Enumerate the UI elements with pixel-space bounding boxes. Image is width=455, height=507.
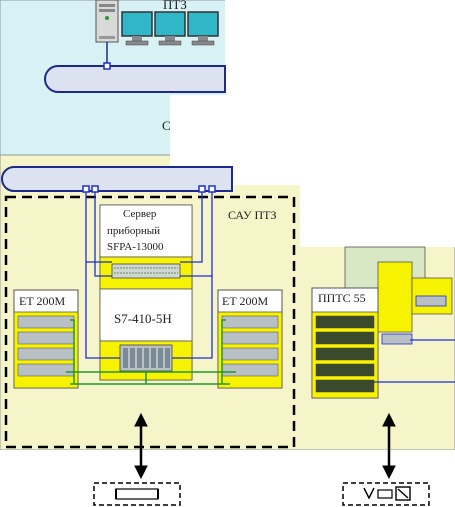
ppts-cabinet: [311, 287, 379, 399]
left-bidirectional-arrow: [134, 412, 148, 480]
right-bidirectional-arrow: [382, 412, 396, 480]
bus-node: [103, 62, 111, 70]
et200m-right-label: ET 200M: [222, 294, 268, 308]
valve-actuator-icon: [342, 482, 430, 506]
server-model: SFPA-13000: [107, 241, 164, 253]
sau-boundary: [4, 195, 296, 449]
middle-network-bus: [1, 166, 233, 192]
monitor-icon: [154, 11, 186, 46]
monitor-icon: [121, 11, 153, 46]
bus-links: [85, 192, 213, 359]
field-device-icon: [93, 482, 181, 506]
network-switch: [111, 263, 181, 279]
top-partial-title: ПТЗ: [163, 0, 187, 12]
profibus-links: [66, 319, 236, 385]
et200m-left-label: ET 200M: [19, 294, 65, 308]
bus-node: [198, 185, 206, 193]
server-title: Сервер: [123, 208, 157, 220]
top-left-partial-label: С: [162, 118, 171, 133]
plc-label: S7-410-5H: [114, 311, 172, 326]
server-subtitle: приборный: [107, 225, 160, 237]
workstation-tower-icon: [95, 0, 119, 43]
bus-node: [91, 185, 99, 193]
monitor-icon: [187, 11, 219, 46]
bus-node: [82, 185, 90, 193]
et200m-right-cabinet: [217, 289, 283, 389]
ppts-label: ППТС 55: [318, 291, 366, 305]
plc-rack: [119, 344, 173, 372]
top-network-bus: [44, 65, 226, 93]
sau-label: САУ ПТЗ: [228, 208, 277, 222]
et200m-left-cabinet: [13, 289, 79, 389]
bus-node: [208, 185, 216, 193]
